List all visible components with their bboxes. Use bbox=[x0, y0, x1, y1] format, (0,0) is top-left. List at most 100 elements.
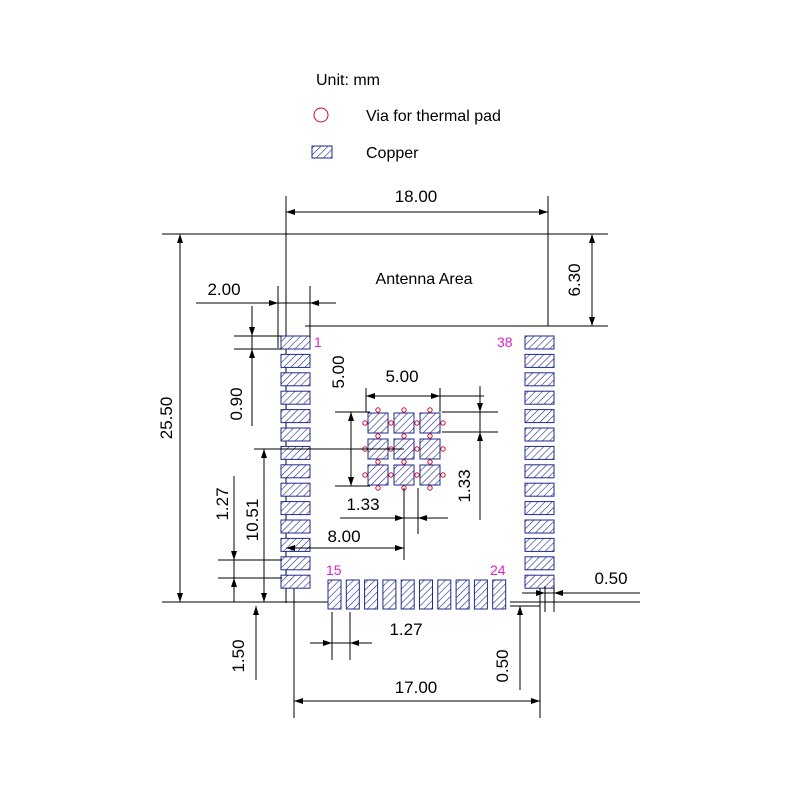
dimension-arrowhead bbox=[177, 593, 183, 602]
dimension-arrowhead bbox=[286, 209, 295, 215]
thermal-via-icon bbox=[375, 485, 381, 491]
dimension-arrowhead bbox=[253, 606, 259, 615]
dimension-arrowhead bbox=[249, 327, 255, 336]
dim-pad-pitch-v: 0.90 bbox=[227, 387, 246, 420]
pad-right-25 bbox=[524, 574, 555, 589]
thermal-via-icon bbox=[401, 407, 407, 413]
dimension-arrowhead bbox=[348, 477, 354, 486]
dim-thermal-height: 5.00 bbox=[329, 355, 348, 388]
pad-bottom-20 bbox=[419, 579, 433, 610]
pad-left-11 bbox=[280, 519, 311, 534]
pad-left-13 bbox=[280, 556, 311, 571]
pin-label-1: 1 bbox=[314, 334, 322, 350]
module-outline: Antenna Area bbox=[162, 196, 640, 718]
pin-label-38: 38 bbox=[497, 334, 513, 350]
dimension-arrowhead bbox=[231, 578, 237, 587]
pad-right-35 bbox=[524, 390, 555, 405]
pad-right-36 bbox=[524, 372, 555, 387]
dimension-arrowhead bbox=[554, 590, 563, 596]
thermal-via-icon bbox=[401, 433, 407, 439]
thermal-via-icon bbox=[388, 420, 394, 426]
dimension-arrowhead bbox=[366, 393, 375, 399]
dimension-arrowhead bbox=[536, 590, 545, 596]
dimension-arrowhead bbox=[261, 449, 267, 458]
pad-left-6 bbox=[280, 427, 311, 442]
thermal-via-icon bbox=[375, 407, 381, 413]
dimension-arrowhead bbox=[269, 300, 278, 306]
dim-thermal-width: 5.00 bbox=[385, 367, 418, 386]
dimension-arrowhead bbox=[310, 300, 319, 306]
dimension-arrowhead bbox=[531, 698, 540, 704]
legend: Unit: mm Via for thermal pad Copper bbox=[311, 72, 501, 162]
pad-right-33 bbox=[524, 427, 555, 442]
dim-bottom-gap-left: 1.50 bbox=[229, 639, 248, 672]
pad-right-28 bbox=[524, 519, 555, 534]
pad-bottom-18 bbox=[382, 579, 397, 610]
pad-bottom-23 bbox=[473, 579, 488, 610]
pin-label-24: 24 bbox=[490, 562, 506, 578]
dimension-arrowhead bbox=[261, 593, 267, 602]
thermal-via-icon bbox=[440, 472, 446, 478]
thermal-pad bbox=[419, 412, 441, 434]
pad-left-10 bbox=[280, 501, 311, 516]
thermal-via-icon bbox=[440, 420, 446, 426]
thermal-pad bbox=[367, 464, 389, 486]
dimension-arrowhead bbox=[539, 209, 548, 215]
dim-right-gap: 0.50 bbox=[594, 569, 627, 588]
dimension-arrowhead bbox=[589, 317, 595, 326]
dimension-arrowhead bbox=[517, 606, 523, 615]
legend-copper-label: Copper bbox=[366, 145, 419, 162]
pad-array bbox=[280, 335, 555, 610]
thermal-via-icon bbox=[401, 459, 407, 465]
pad-bottom-17 bbox=[364, 579, 379, 610]
dimension-arrowhead bbox=[477, 432, 483, 441]
pad-left-14 bbox=[280, 574, 311, 589]
pin-label-15: 15 bbox=[326, 562, 342, 578]
pad-bottom-21 bbox=[437, 579, 452, 610]
thermal-via-icon bbox=[388, 472, 394, 478]
pad-left-9 bbox=[280, 482, 311, 497]
dimension-arrowhead bbox=[418, 515, 427, 521]
dimension-arrows bbox=[177, 209, 595, 704]
pad-right-29 bbox=[524, 501, 555, 516]
copper-legend-icon bbox=[311, 145, 333, 159]
pad-left-3 bbox=[280, 372, 311, 387]
pad-left-5 bbox=[280, 409, 311, 424]
thermal-via-icon bbox=[375, 433, 381, 439]
dim-thermal-x: 8.00 bbox=[327, 527, 360, 546]
pad-left-1 bbox=[280, 335, 311, 350]
dim-bottom-gap-right: 0.50 bbox=[493, 649, 512, 682]
dimension-arrowhead bbox=[286, 545, 295, 551]
thermal-via-icon bbox=[414, 446, 420, 452]
dim-antenna-height: 6.30 bbox=[565, 263, 584, 296]
dimension-arrowhead bbox=[431, 393, 440, 399]
dimension-arrowhead bbox=[395, 515, 404, 521]
pad-right-34 bbox=[524, 409, 555, 424]
thermal-via-icon bbox=[414, 420, 420, 426]
thermal-via-icon bbox=[362, 420, 368, 426]
thermal-via-icon bbox=[440, 446, 446, 452]
dimension-arrowhead bbox=[231, 551, 237, 560]
pad-left-8 bbox=[280, 464, 311, 479]
thermal-via-icon bbox=[427, 407, 433, 413]
thermal-pad bbox=[367, 412, 389, 434]
dim-height: 25.50 bbox=[157, 397, 176, 440]
pad-bottom-16 bbox=[345, 579, 360, 610]
pad-right-38 bbox=[524, 335, 555, 350]
dim-pitch-bottom: 1.27 bbox=[389, 620, 422, 639]
thermal-pad bbox=[419, 464, 441, 486]
dimension-arrowhead bbox=[395, 545, 404, 551]
dim-width-bottom: 17.00 bbox=[395, 678, 438, 697]
dimension-arrowhead bbox=[249, 349, 255, 358]
dimension-arrowhead bbox=[350, 640, 359, 646]
dim-thermal-pitch-v: 1.33 bbox=[455, 469, 474, 502]
legend-via-label: Via for thermal pad bbox=[366, 108, 501, 125]
thermal-pad bbox=[393, 464, 415, 486]
dimension-arrowhead bbox=[294, 698, 303, 704]
dimension-arrowhead bbox=[348, 412, 354, 421]
dim-edge-offset: 2.00 bbox=[207, 280, 240, 299]
pad-bottom-15 bbox=[327, 579, 342, 610]
dimension-arrowhead bbox=[589, 234, 595, 243]
pad-left-4 bbox=[280, 390, 311, 405]
